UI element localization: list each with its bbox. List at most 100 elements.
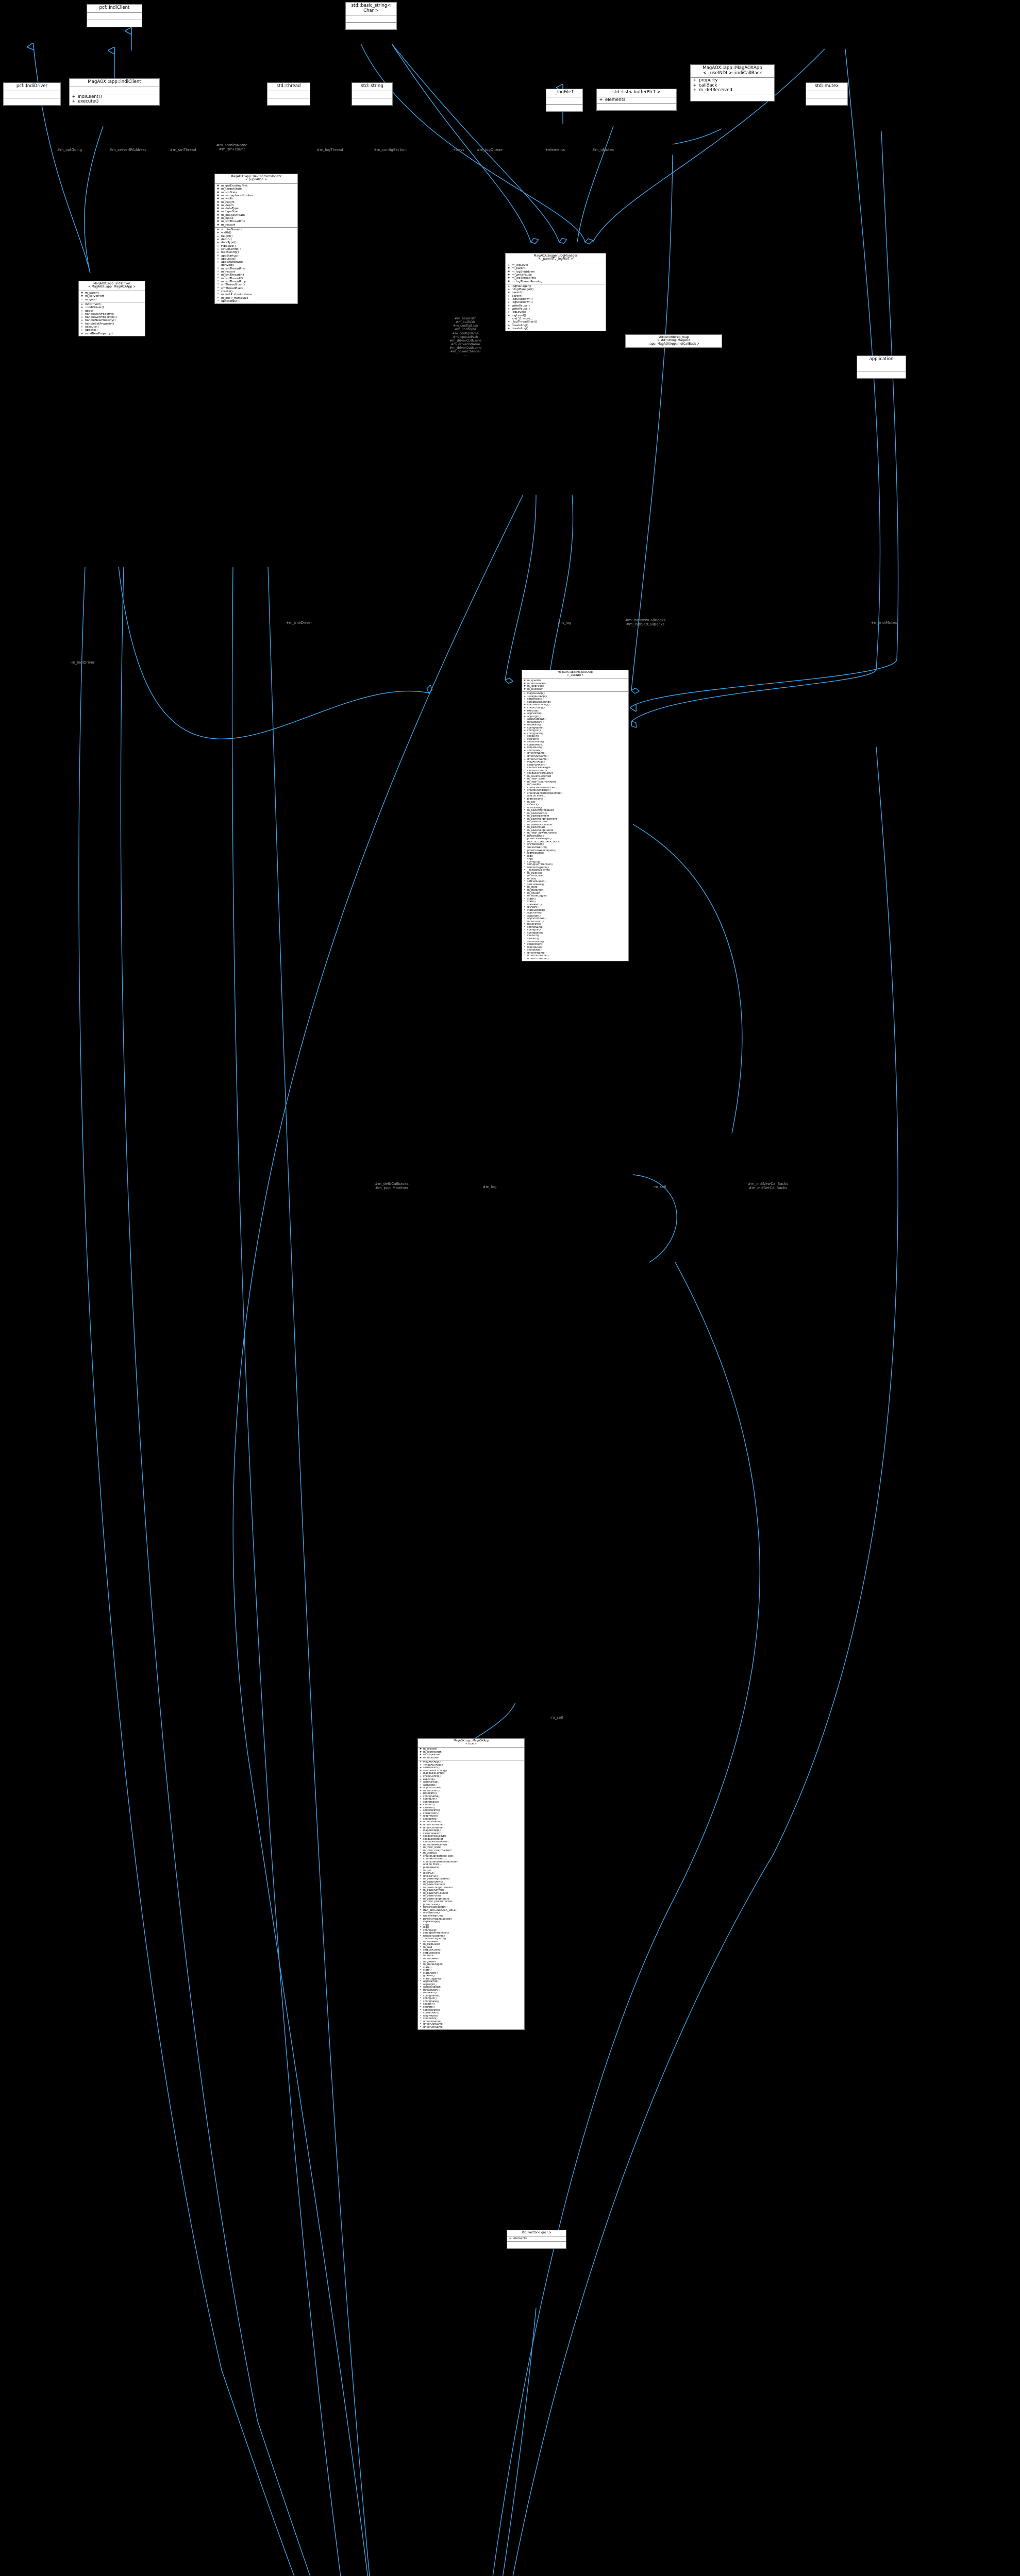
member-row: *callBackValueType — [418, 1835, 524, 1838]
class-title: MagAOX::app::indiClient — [70, 79, 159, 87]
class-node-magaox-app-indiclient[interactable]: MagAOX::app::indiClient + indiClient() +… — [69, 78, 160, 106]
member-name: secretsPath() — [423, 1809, 440, 1812]
member-row: *powerStateTarget() — [418, 1906, 524, 1909]
visibility-marker: + — [72, 99, 76, 105]
member-name: configDir() — [423, 1798, 437, 1801]
class-node-std-unordered-map[interactable]: std::unordered_map < std::string, MagAOX… — [625, 334, 722, 349]
visibility-marker: # — [507, 277, 510, 280]
member-name: logLevel() — [512, 314, 526, 317]
class-node-logfilet[interactable]: _logFileT — [546, 89, 583, 112]
member-name: checkConfig() — [423, 1775, 441, 1778]
member-row: *m_powerOnWait — [522, 821, 628, 824]
class-title: std::list< bufferPtrT > — [597, 89, 676, 97]
member-name: m_euidReal — [527, 872, 542, 875]
member-row: *stateAlert() — [522, 904, 628, 907]
visibility-marker: + — [693, 78, 697, 83]
member-row: *powerStateTarget() — [522, 838, 628, 841]
member-name: m_euidCalled — [527, 875, 545, 878]
member-name: m_indiP_powerChannel — [423, 1901, 453, 1904]
class-node-std-string[interactable]: std::string — [352, 82, 393, 106]
visibility-marker: + — [80, 332, 83, 335]
member-name: shutdown() — [423, 1818, 438, 1821]
class-node-std-mutex[interactable]: std::mutex — [806, 82, 848, 106]
visibility-marker: + — [419, 1795, 422, 1798]
member-name: setEuidCalled() — [527, 880, 547, 884]
class-node-magaoxapp-useindi[interactable]: MagAOX::app::MagAOXApp < _useINDI > #m_s… — [522, 670, 629, 962]
member-row: +MagAOXApp() — [418, 1761, 524, 1764]
visibility-marker: # — [80, 291, 83, 295]
class-node-std-vector-grot[interactable]: std::vector< groT > + elements — [507, 2230, 566, 2249]
visibility-marker: * — [217, 277, 219, 280]
member-row: *m_indiP_powerChannel — [522, 832, 628, 835]
member-row: +writePause() — [506, 304, 606, 308]
visibility-marker: * — [420, 1855, 422, 1858]
visibility-marker: + — [523, 743, 526, 747]
class-node-indicallback[interactable]: MagAOX::app::MagAOXApp < _useINDI >::ind… — [690, 64, 775, 101]
class-node-shmimmonitor[interactable]: MagAOX::app::dev::shmimMonitor < pupilAl… — [214, 174, 298, 304]
member-row: *state() — [522, 898, 628, 901]
member-name: m_useINDI — [423, 1852, 437, 1855]
member-name: log() — [527, 858, 533, 861]
visibility-marker: + — [419, 1778, 422, 1781]
member-row: + elements — [597, 98, 676, 103]
member-name: m_powerOnCounter — [423, 1892, 448, 1895]
class-node-std-basic-string[interactable]: std::basic_string< Char > — [345, 2, 397, 30]
class-node-magaoxapp-true[interactable]: MagAOX::app::MagAOXApp < true > #m_sysPa… — [417, 1738, 525, 2030]
class-node-magaox-app-indidriver[interactable]: MagAOX::app::indiDriver < MagAOX::app::M… — [78, 281, 145, 337]
class-node-std-list-bufferptrt[interactable]: std::list< bufferPtrT > + elements — [596, 89, 677, 111]
member-name: m_powerElement — [423, 1884, 445, 1887]
member-name: m_stateAlert — [423, 1957, 440, 1960]
member-row: +appLogic() — [418, 1784, 524, 1787]
visibility-marker: # — [216, 184, 220, 188]
visibility-marker: # — [80, 295, 83, 298]
visibility-marker: + — [216, 247, 220, 251]
attributes-compartment: #m_parent#m_serverPort-m_good — [79, 291, 145, 302]
visibility-marker: * — [420, 1872, 422, 1875]
visibility-marker: * — [524, 821, 526, 824]
class-title: _logFileT — [546, 89, 582, 97]
member-row: +appStartup() — [215, 255, 297, 258]
member-name: appShutdown() — [423, 1787, 443, 1790]
member-name: m_defReceived — [699, 88, 732, 93]
member-row: *callBackIterator — [522, 770, 628, 773]
member-row: +depth() — [215, 238, 297, 241]
visibility-marker: * — [524, 823, 526, 826]
member-row: -derived() — [215, 264, 297, 267]
member-row: *handlerSigTerm() — [418, 1935, 524, 1938]
member-name: m_allDefsReceived — [423, 1843, 447, 1846]
member-name: stateLogged() — [527, 909, 545, 912]
class-node-logmanager[interactable]: MagAOX::logger::logManager < _parentT, _… — [505, 253, 606, 332]
class-title: MagAOX::app::MagAOXApp < _useINDI > — [522, 670, 628, 680]
attributes-compartment — [346, 15, 396, 23]
member-row: *shutdown() — [522, 949, 628, 952]
member-row: *powerState() — [418, 1904, 524, 1907]
visibility-marker: * — [524, 923, 526, 926]
member-row: *m_stateAlert — [418, 1958, 524, 1961]
class-node-pcf-indidriver[interactable]: pcf::IndiDriver — [3, 82, 61, 106]
visibility-marker: + — [216, 257, 220, 261]
member-row: *updateINDI() — [215, 300, 297, 303]
member-name: log() — [423, 1926, 429, 1929]
member-row: + indiClient() — [70, 95, 159, 100]
member-name: elements — [605, 97, 626, 103]
visibility-marker: - — [217, 264, 219, 267]
visibility-marker: * — [524, 889, 526, 892]
class-node-pcf-indiclient[interactable]: pcf::IndiClient — [87, 4, 142, 27]
member-row: *m_indiP_state — [418, 1846, 524, 1850]
visibility-marker: * — [524, 946, 526, 949]
class-node-application[interactable]: application — [857, 355, 906, 379]
visibility-marker: * — [524, 767, 526, 770]
class-title: pcf::IndiClient — [87, 5, 142, 13]
member-row: +typeSize() — [215, 245, 297, 248]
member-name: calibDir() — [423, 1804, 435, 1807]
class-node-std-thread[interactable]: std::thread — [267, 82, 310, 106]
member-name: MagAOXApp() — [423, 1829, 441, 1833]
member-name: clearFSMAlert() — [527, 764, 547, 767]
member-row: *m_euidReal — [418, 1941, 524, 1944]
member-row: #m_smState — [215, 191, 297, 194]
member-row: *shutdown() — [418, 2018, 524, 2021]
member-name: driverOutName() — [423, 1824, 445, 1826]
visibility-marker: # — [507, 273, 510, 277]
visibility-marker: * — [420, 1841, 422, 1844]
visibility-marker: + — [523, 706, 526, 709]
